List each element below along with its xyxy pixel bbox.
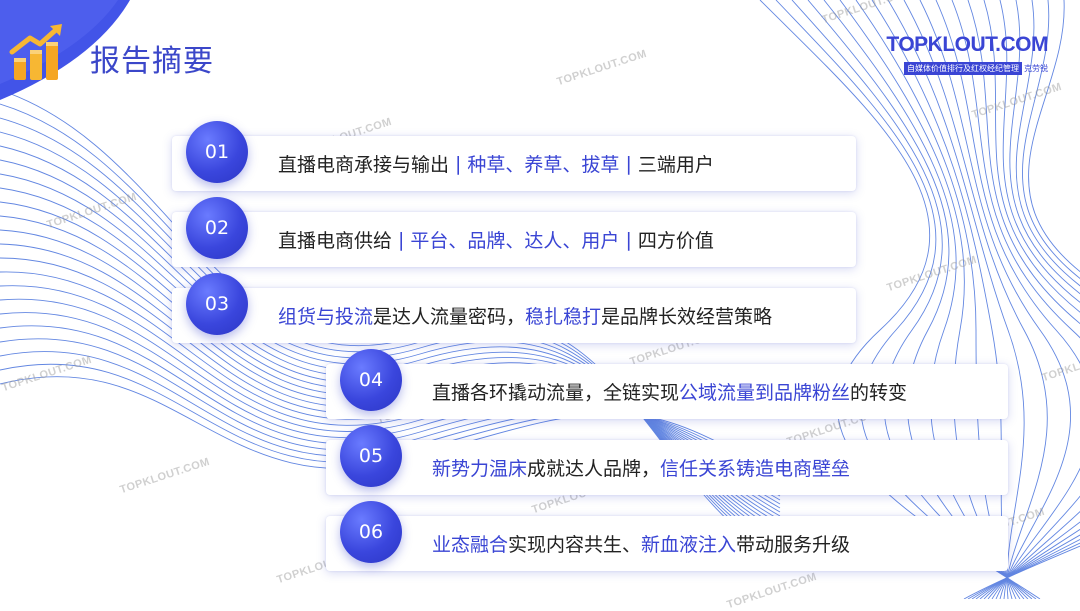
summary-item-02 <box>172 212 856 267</box>
highlight-text: 业态融合 <box>432 534 509 556</box>
summary-item-06 <box>326 516 1008 571</box>
wave-line <box>887 0 1025 599</box>
wave-line <box>903 0 1048 599</box>
summary-item-01 <box>172 136 856 191</box>
item-number-badge: 02 <box>186 197 248 259</box>
summary-item-text: 业态融合实现内容共生、新血液注入带动服务升级 <box>432 516 850 571</box>
wave-line <box>967 0 1080 599</box>
body-text: 是品牌长效经营策略 <box>601 306 773 328</box>
summary-item-text: 新势力温床成就达人品牌，信任关系铸造电商壁垒 <box>432 440 850 495</box>
highlight-text: 平台、品牌、达人、用户 <box>410 230 620 252</box>
summary-item-text: 直播电商供给|平台、品牌、达人、用户|四方价值 <box>278 212 714 267</box>
separator: | <box>398 228 405 251</box>
separator: | <box>455 152 462 175</box>
wave-line <box>951 0 1080 599</box>
wave-line <box>963 0 1080 599</box>
wave-line <box>967 0 1080 599</box>
wave-line <box>919 0 1071 599</box>
item-number-badge: 01 <box>186 121 248 183</box>
page-title: 报告摘要 <box>90 44 214 79</box>
body-text: 直播电商供给 <box>278 230 393 252</box>
highlight-text: 公域流量到品牌粉丝 <box>679 382 851 404</box>
wave-line <box>983 0 1080 599</box>
summary-item-05 <box>326 440 1008 495</box>
separator: | <box>625 228 632 251</box>
body-text: 的转变 <box>850 382 908 404</box>
highlight-text: 新势力温床 <box>432 458 528 480</box>
body-text: 带动服务升级 <box>736 534 851 556</box>
wave-line <box>0 298 781 501</box>
item-number-badge: 06 <box>340 501 402 563</box>
summary-item-04 <box>326 364 1008 419</box>
item-number-badge: 03 <box>186 273 248 335</box>
highlight-text: 组货与投流 <box>278 306 374 328</box>
highlight-text: 新血液注入 <box>641 534 737 556</box>
brand-cn: 克劳锐 <box>1024 64 1048 73</box>
body-text: 直播电商承接与输出 <box>278 154 450 176</box>
summary-item-text: 直播各环撬动流量，全链实现公域流量到品牌粉丝的转变 <box>432 364 907 419</box>
wave-line <box>979 0 1080 599</box>
brand-name: TOPKLOUT.COM <box>886 33 1048 56</box>
summary-item-text: 直播电商承接与输出|种草、养草、拔草|三端用户 <box>278 136 714 191</box>
brand-logo: TOPKLOUT.COM 自媒体价值排行及红权经纪管理克劳锐 <box>886 34 1048 75</box>
chart-growth-icon <box>9 24 62 80</box>
highlight-text: 稳扎稳打 <box>525 306 602 328</box>
separator: | <box>625 152 632 175</box>
brand-tagline: 自媒体价值排行及红权经纪管理 <box>904 62 1022 75</box>
body-text: 是达人流量密码， <box>373 306 526 328</box>
highlight-text: 信任关系铸造电商壁垒 <box>660 458 851 480</box>
body-text: 四方价值 <box>637 230 714 252</box>
item-number-badge: 04 <box>340 349 402 411</box>
wave-line <box>975 0 1080 599</box>
body-text: 实现内容共生、 <box>508 534 642 556</box>
wave-line <box>0 312 781 497</box>
wave-line <box>935 0 1080 599</box>
body-text: 成就达人品牌， <box>527 458 661 480</box>
body-text: 直播各环撬动流量，全链实现 <box>432 382 680 404</box>
body-text: 三端用户 <box>637 154 714 176</box>
wave-line <box>871 0 1013 599</box>
summary-item-text: 组货与投流是达人流量密码，稳扎稳打是品牌长效经营策略 <box>278 288 772 343</box>
highlight-text: 种草、养草、拔草 <box>467 154 620 176</box>
wave-line <box>971 0 1080 599</box>
item-number-badge: 05 <box>340 425 402 487</box>
summary-item-03 <box>172 288 856 343</box>
